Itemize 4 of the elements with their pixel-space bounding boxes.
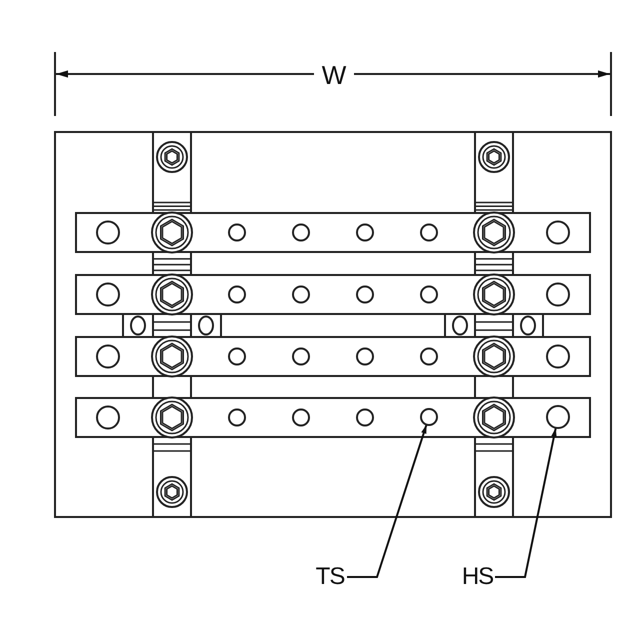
leader-line — [495, 428, 557, 578]
leader-line — [347, 424, 428, 578]
callout-label: HS — [460, 565, 495, 589]
callout-label: TS — [313, 565, 347, 589]
